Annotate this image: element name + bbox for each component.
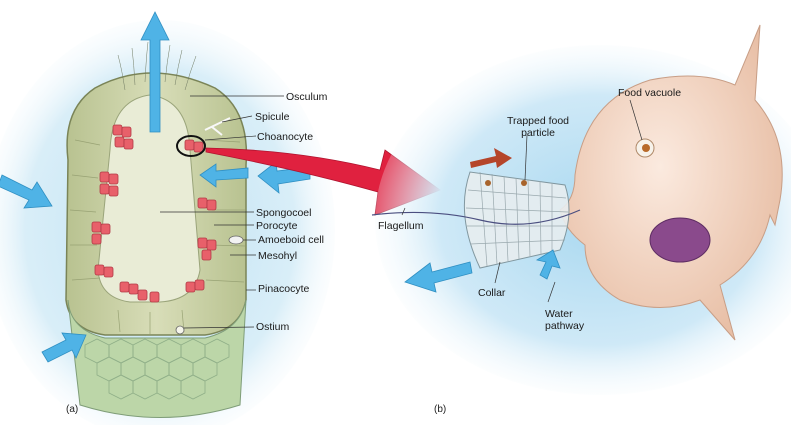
food-vacuole-content: [642, 144, 650, 152]
label-trapped-food-line2: particle: [521, 127, 555, 139]
label-osculum: Osculum: [286, 91, 328, 103]
label-water-pathway: Water pathway: [545, 308, 584, 332]
honeycomb-texture: [84, 338, 230, 400]
label-collar: Collar: [478, 287, 506, 299]
panel-b-water-arrows: [404, 249, 561, 293]
spicule: [204, 117, 231, 136]
food-movement-arrow: [470, 148, 512, 168]
amoeboid-cell: [228, 235, 244, 245]
label-choanocyte: Choanocyte: [257, 131, 314, 143]
panel-b-leaders: [401, 99, 643, 303]
food-particle: [485, 180, 491, 186]
label-trapped-food: Trapped food particle: [498, 115, 578, 139]
label-ostium: Ostium: [256, 321, 290, 333]
label-mesohyl: Mesohyl: [258, 250, 298, 262]
trapped-food-particle: [521, 180, 527, 186]
flagellum: [371, 209, 581, 225]
panel-a-label: (a): [66, 404, 79, 415]
magnifier-ring: [176, 135, 206, 157]
label-spongocoel: Spongocoel: [256, 207, 312, 219]
label-pinacocyte: Pinacocyte: [258, 283, 310, 295]
collar: [463, 171, 570, 269]
choanocyte-cell-body: [559, 24, 783, 341]
choanocyte-cells: [91, 124, 217, 303]
osculum-fibers: [117, 41, 197, 91]
panel-a-leaders: [160, 95, 284, 329]
label-spicule: Spicule: [255, 111, 290, 123]
ostium: [175, 325, 185, 335]
label-trapped-food-line1: Trapped food: [506, 115, 570, 127]
label-flagellum: Flagellum: [378, 220, 424, 232]
label-porocyte: Porocyte: [256, 220, 298, 232]
panel-b-label: (b): [434, 404, 447, 415]
label-water-pathway-line1: Water: [545, 308, 573, 320]
label-water-pathway-line2: pathway: [545, 320, 585, 332]
label-amoeboid-cell: Amoeboid cell: [258, 234, 324, 246]
nucleus: [649, 217, 711, 263]
label-food-vacuole: Food vacuole: [618, 87, 682, 99]
